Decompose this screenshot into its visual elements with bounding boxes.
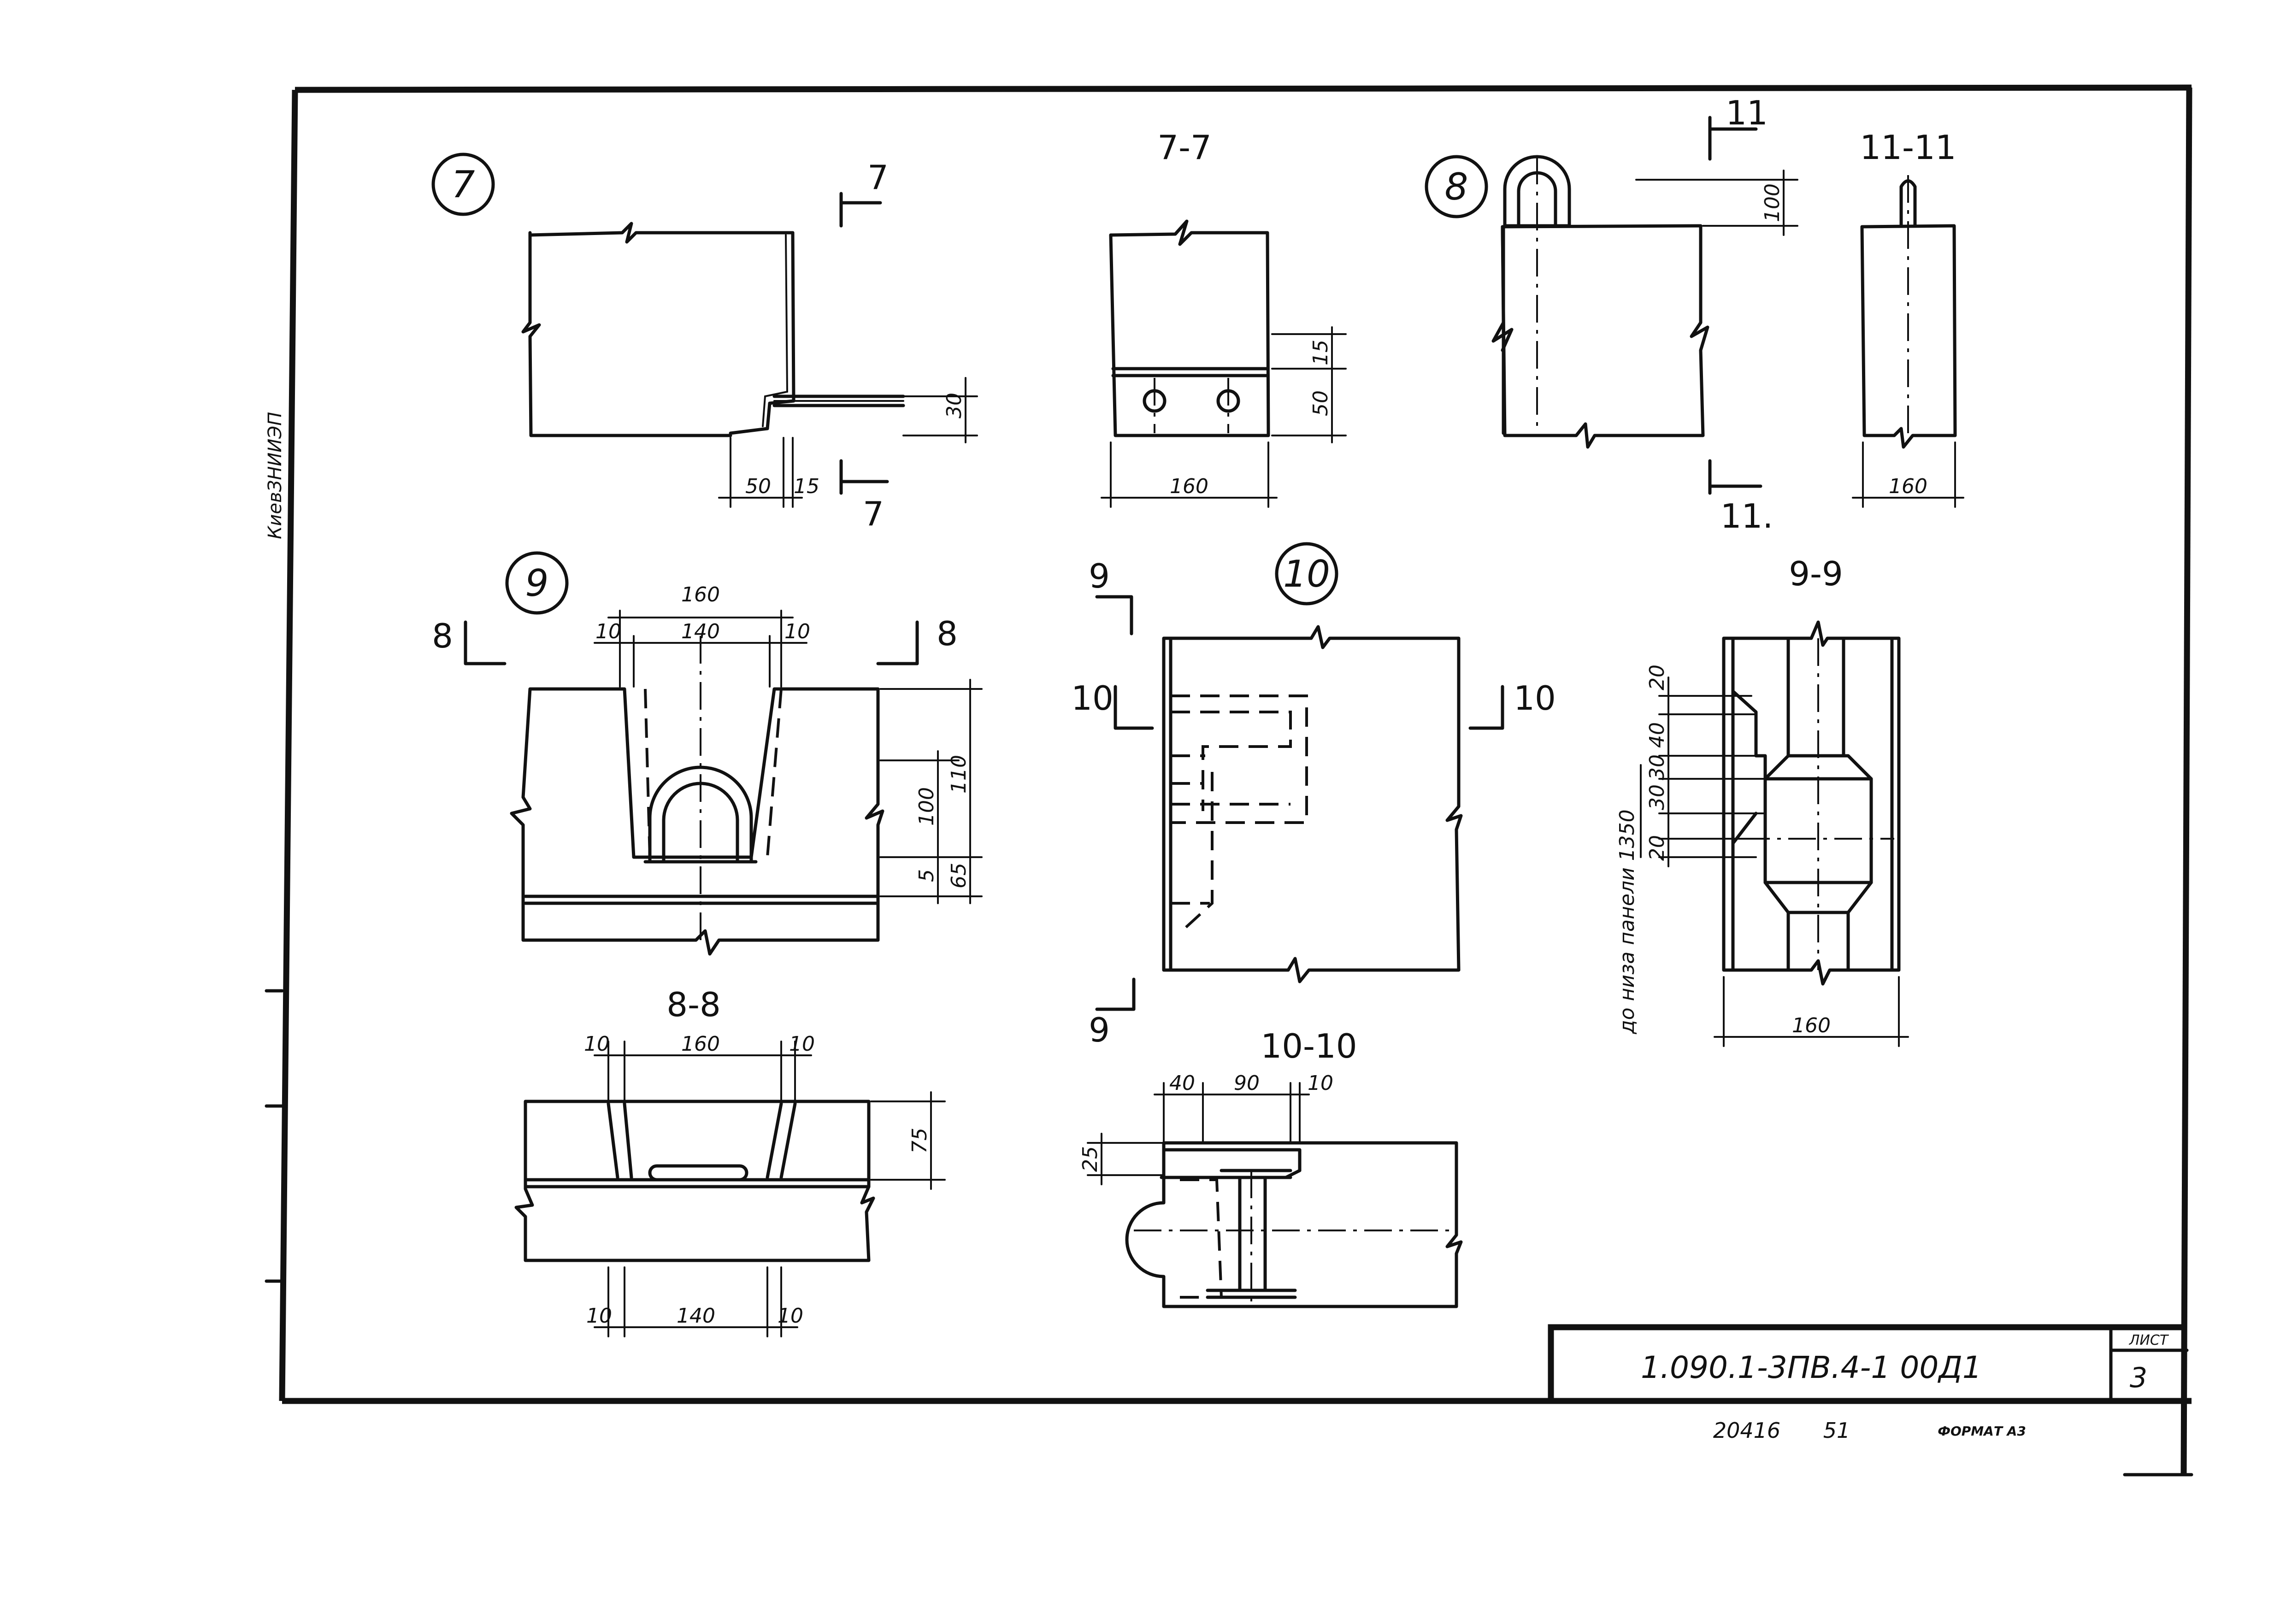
section-8-8: 8-8 10 160 10 75 10 140 10: [514, 985, 946, 1337]
title-block: 1.090.1-3ПВ.4-1 00Д1 ЛИСТ 3: [1548, 1324, 2189, 1403]
footer: 20416 51 ФОРМАТ А3: [1713, 1418, 2026, 1443]
dim-8-100: 100: [1761, 183, 1784, 222]
section-7-7: 7-7 15 50 160: [1101, 128, 1347, 508]
dim-11-11-160: 160: [1889, 475, 1927, 498]
mark-9-top: 9: [1089, 557, 1110, 595]
dim-9-65: 65: [947, 863, 971, 888]
mark-10-right: 10: [1514, 679, 1556, 718]
dim-8-8-140: 140: [677, 1304, 715, 1328]
mark-11-top: 11: [1726, 94, 1768, 132]
mark-8-left: 8: [432, 617, 453, 655]
dim-8-8-160: 160: [681, 1032, 720, 1056]
callout-7: [431, 153, 495, 216]
dim-9-100: 100: [915, 787, 938, 826]
callout-10-label: 10: [1283, 553, 1330, 595]
dim-10-10-40: 40: [1169, 1071, 1195, 1095]
dim-8-8-10-d: 10: [778, 1304, 803, 1328]
mark-7-top: 7: [867, 158, 889, 197]
dim-9-9-note: до низа панели 1350: [1615, 809, 1639, 1034]
section-10-10: 10-10 40 90 10 25: [1078, 1027, 1463, 1308]
callout-10: [1275, 542, 1338, 606]
dim-8-8-75: 75: [908, 1128, 931, 1153]
footer-format: ФОРМАТ А3: [1938, 1424, 2026, 1439]
view-8: 8 100 11 11.: [1425, 94, 1798, 535]
section-9-9-title: 9-9: [1789, 554, 1843, 593]
dim-10-10-25: 25: [1078, 1146, 1102, 1172]
callout-9-label: 9: [525, 562, 549, 605]
section-11-11: 11-11 160: [1852, 128, 1964, 508]
dim-9-5: 5: [915, 869, 938, 882]
dim-9-140: 140: [681, 620, 720, 643]
footer-inventory: 20416: [1713, 1418, 1780, 1443]
sheet-frame: [265, 84, 2193, 1477]
dim-10-10-10: 10: [1308, 1071, 1333, 1095]
dim-9-9-30-b: 30: [1645, 784, 1669, 810]
section-8-8-title: 8-8: [666, 985, 721, 1024]
dim-10-10-90: 90: [1234, 1071, 1260, 1095]
dim-7-30: 30: [943, 393, 966, 418]
callout-8-label: 8: [1445, 165, 1468, 208]
section-11-11-title: 11-11: [1860, 128, 1956, 167]
section-10-10-title: 10-10: [1261, 1027, 1357, 1065]
dim-7-50: 50: [745, 475, 771, 498]
footer-number: 51: [1823, 1418, 1850, 1443]
title-block-code: 1.090.1-3ПВ.4-1 00Д1: [1641, 1350, 1982, 1385]
dim-9-9-160: 160: [1792, 1014, 1831, 1037]
callout-9: [505, 551, 569, 615]
dim-7-7-15: 15: [1309, 340, 1332, 365]
dim-9-10-right: 10: [784, 620, 810, 643]
dim-9-9-30-a: 30: [1645, 754, 1669, 780]
dim-9-9-20-top: 20: [1645, 665, 1669, 690]
mark-10-left: 10: [1071, 679, 1114, 718]
dim-9-9-20-bottom: 20: [1645, 835, 1669, 861]
view-9: 9 8 8 160 140 10 10 100 110 5 65: [432, 551, 983, 956]
mark-9-bottom: 9: [1089, 1011, 1110, 1049]
dim-7-15: 15: [794, 475, 819, 498]
sheet-number: 3: [2130, 1362, 2147, 1394]
mark-11-bottom: 11.: [1720, 497, 1774, 535]
dim-7-7-50: 50: [1309, 390, 1332, 416]
dim-8-8-10-c: 10: [586, 1304, 612, 1328]
dim-9-160: 160: [681, 583, 720, 606]
dim-9-110: 110: [947, 755, 971, 794]
view-7: 7 30 50 15 7 7: [431, 153, 978, 533]
section-9-9: 9-9 20 40 30 30 20 до низа панели 1350 1…: [1615, 554, 1909, 1047]
dim-9-10-left: 10: [595, 620, 621, 643]
mark-7-bottom: 7: [863, 494, 884, 533]
dim-8-8-10-b: 10: [789, 1032, 815, 1056]
view-10: 10 9 9 10 10: [1071, 542, 1556, 1049]
mark-8-right: 8: [937, 614, 958, 653]
section-7-7-title: 7-7: [1157, 128, 1212, 167]
dim-7-7-160: 160: [1170, 475, 1208, 498]
margin-note: КиевЗНИИЭП: [265, 412, 286, 539]
sheet-label: ЛИСТ: [2129, 1332, 2169, 1348]
callout-7-label: 7: [452, 163, 475, 206]
dim-9-9-40: 40: [1645, 722, 1669, 748]
dim-8-8-10-a: 10: [584, 1032, 610, 1056]
callout-8: [1425, 155, 1488, 218]
